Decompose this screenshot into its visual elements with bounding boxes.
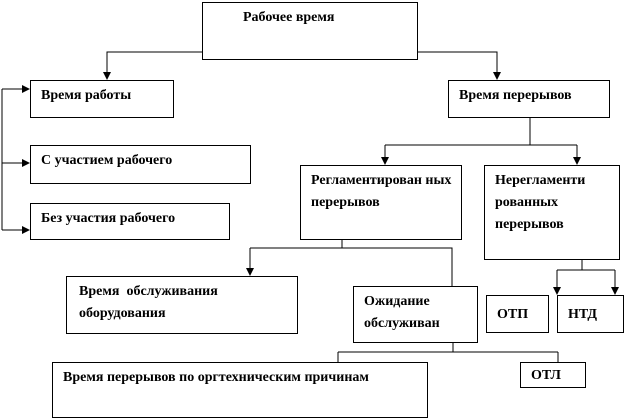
node-unregulated: Нерегламенти рованных перерывов [484, 165, 620, 260]
node-otl: ОТЛ [520, 362, 586, 388]
node-with-worker: С участием рабочего [30, 145, 251, 184]
node-label: ОТЛ [531, 368, 561, 383]
node-label: Время обслуживания оборудования [79, 284, 222, 321]
node-ntd: НТД [557, 295, 624, 333]
node-breaks: Время перерывов [448, 80, 610, 118]
connector-root-breaks [418, 51, 501, 80]
node-root: Рабочее время [202, 2, 418, 60]
connector-root-work [103, 51, 202, 80]
node-otp: ОТП [486, 295, 549, 333]
node-regulated: Регламентирован ных перерывов [300, 165, 462, 240]
node-label: ОТП [497, 307, 529, 322]
node-without-worker: Без участия рабочего [30, 203, 230, 240]
node-label: Без участия рабочего [41, 211, 176, 226]
node-label: Ожидание обслуживан [364, 294, 440, 331]
node-label: НТД [568, 307, 597, 322]
node-label: Время работы [41, 88, 132, 103]
node-org-tech: Время перерывов по оргтехническим причин… [52, 362, 428, 418]
node-label: Рабочее время [243, 10, 335, 25]
node-label: Регламентирован ных перерывов [311, 173, 452, 210]
node-label: С участием рабочего [41, 153, 173, 168]
node-label: Нерегламенти рованных перерывов [495, 173, 586, 232]
node-waiting: Ожидание обслуживан [353, 286, 478, 343]
node-equipment-service: Время обслуживания оборудования [66, 276, 298, 334]
node-label: Время перерывов по оргтехническим причин… [63, 370, 369, 385]
node-label: Время перерывов [459, 88, 572, 103]
node-work: Время работы [30, 80, 174, 118]
